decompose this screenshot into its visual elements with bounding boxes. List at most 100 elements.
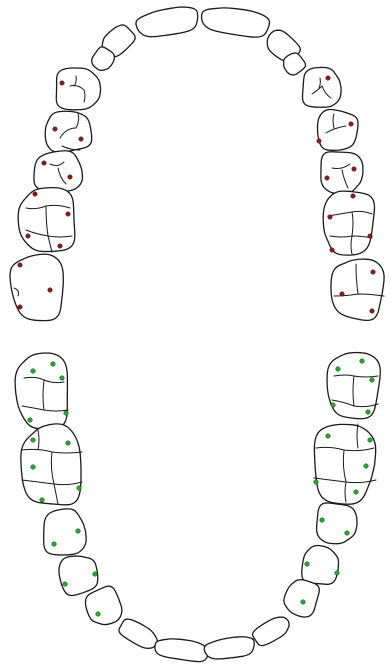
lower-molar-right-3-marker — [366, 410, 371, 415]
upper-arch — [10, 7, 384, 321]
lower-central-incisor-right-outline — [204, 637, 254, 659]
lower-molar-right-3[interactable] — [327, 353, 380, 419]
upper-molar-left-2-marker — [58, 244, 63, 249]
lower-molar-left-3-marker — [28, 418, 33, 423]
lower-molar-left-2-marker — [31, 438, 36, 443]
upper-molar-right-3-marker — [370, 309, 375, 314]
upper-premolar-right-2-marker — [317, 139, 322, 144]
lower-canine-left-marker — [96, 612, 101, 617]
upper-premolar-left-2-marker — [79, 137, 84, 142]
lower-canine-right[interactable] — [284, 580, 319, 617]
lower-molar-left-3-marker — [64, 411, 69, 416]
lower-central-incisor-right[interactable] — [204, 637, 254, 659]
upper-molar-right-2-marker — [328, 215, 333, 220]
lower-central-incisor-left[interactable] — [155, 639, 209, 662]
lower-premolar-right-2-marker — [320, 518, 325, 523]
lower-molar-right-2[interactable] — [314, 424, 376, 504]
upper-premolar-right-2[interactable] — [317, 109, 358, 150]
lower-lateral-incisor-left[interactable] — [119, 619, 157, 648]
upper-molar-left-2[interactable] — [18, 188, 75, 252]
lower-premolar-right-1-marker — [335, 571, 340, 576]
upper-molar-right-2[interactable] — [323, 191, 374, 255]
lower-molar-right-2-marker — [368, 438, 373, 443]
upper-premolar-left-2-marker — [53, 127, 58, 132]
lower-canine-right-outline — [284, 580, 319, 617]
lower-premolar-left-1-outline — [59, 556, 98, 595]
lower-premolar-left-2[interactable] — [44, 509, 86, 555]
lower-molar-left-3-outline — [15, 353, 67, 429]
upper-canine-right-outline — [284, 53, 306, 75]
upper-molar-left-2-marker — [66, 212, 71, 217]
lower-molar-left-3-marker — [60, 376, 65, 381]
upper-central-incisor-left[interactable] — [136, 7, 198, 37]
lower-premolar-right-1-marker — [305, 562, 310, 567]
lower-molar-left-2-marker — [66, 441, 71, 446]
upper-premolar-left-2-outline — [45, 111, 91, 152]
lower-molar-right-3-marker — [336, 367, 341, 372]
lower-molar-right-2-marker — [354, 490, 359, 495]
upper-molar-right-1-marker — [352, 167, 357, 172]
upper-molar-left-1-marker — [68, 175, 73, 180]
upper-premolar-left-1[interactable] — [56, 68, 100, 110]
lower-canine-right-marker — [301, 600, 306, 605]
lower-premolar-left-1-marker — [63, 582, 68, 587]
upper-central-incisor-right[interactable] — [202, 8, 270, 37]
lower-lateral-incisor-right[interactable] — [253, 617, 290, 645]
lower-premolar-left-2-marker — [52, 542, 57, 547]
lower-molar-right-2-marker — [314, 480, 319, 485]
upper-molar-left-3[interactable] — [10, 254, 63, 320]
upper-molar-right-3[interactable] — [331, 259, 384, 320]
upper-premolar-right-1[interactable] — [303, 67, 342, 107]
upper-central-incisor-right-outline — [202, 8, 270, 37]
upper-premolar-right-2-outline — [318, 109, 358, 150]
upper-molar-right-3-marker — [340, 292, 345, 297]
upper-molar-right-1[interactable] — [321, 152, 363, 194]
lower-canine-left-outline — [85, 586, 121, 624]
lower-premolar-right-2-marker — [345, 531, 350, 536]
upper-molar-right-1-marker — [325, 176, 330, 181]
lower-molar-left-2-marker — [40, 498, 45, 503]
upper-molar-right-3-marker — [371, 270, 376, 275]
upper-premolar-left-1-outline — [56, 68, 100, 110]
upper-molar-right-2-marker — [330, 248, 335, 253]
lower-molar-left-3-marker — [51, 362, 56, 367]
lower-lateral-incisor-right-outline — [253, 617, 290, 645]
lower-premolar-left-1-marker — [93, 572, 98, 577]
upper-molar-right-2-outline — [323, 191, 374, 255]
upper-central-incisor-left-outline — [136, 7, 198, 37]
lower-central-incisor-left-outline — [155, 639, 209, 662]
lower-molar-left-2-marker — [31, 465, 36, 470]
upper-molar-left-3-marker — [18, 263, 23, 268]
lower-molar-left-2-marker — [77, 486, 82, 491]
upper-molar-left-3-marker — [48, 288, 53, 293]
lower-arch — [15, 353, 380, 662]
upper-molar-right-2-marker — [368, 234, 373, 239]
upper-premolar-left-2[interactable] — [45, 111, 91, 152]
lower-canine-left[interactable] — [85, 586, 121, 624]
upper-molar-right-1-outline — [321, 152, 363, 194]
lower-premolar-right-1[interactable] — [302, 546, 340, 585]
upper-molar-left-1[interactable] — [34, 151, 83, 191]
upper-molar-left-3-marker — [18, 305, 23, 310]
lower-lateral-incisor-left-outline — [119, 619, 157, 648]
lower-premolar-left-1[interactable] — [59, 556, 98, 595]
upper-molar-left-1-marker — [42, 161, 47, 166]
lower-molar-right-2-marker — [326, 434, 331, 439]
lower-molar-left-2[interactable] — [21, 424, 82, 505]
upper-molar-left-2-marker — [33, 192, 38, 197]
upper-molar-right-2-marker — [351, 194, 356, 199]
lower-molar-right-3-marker — [370, 378, 375, 383]
lower-molar-right-2-marker — [364, 464, 369, 469]
lower-molar-right-3-outline — [327, 353, 380, 419]
upper-canine-right[interactable] — [284, 53, 306, 75]
lower-molar-right-3-marker — [331, 403, 336, 408]
upper-premolar-right-2-marker — [349, 122, 354, 127]
lower-premolar-right-2[interactable] — [317, 503, 357, 544]
upper-premolar-right-1-marker — [326, 76, 331, 81]
lower-premolar-left-2-marker — [76, 529, 81, 534]
upper-premolar-left-1-marker — [60, 81, 65, 86]
lower-premolar-right-2-outline — [317, 503, 357, 544]
upper-premolar-right-1-outline — [303, 67, 342, 107]
lower-molar-left-3[interactable] — [15, 353, 68, 429]
